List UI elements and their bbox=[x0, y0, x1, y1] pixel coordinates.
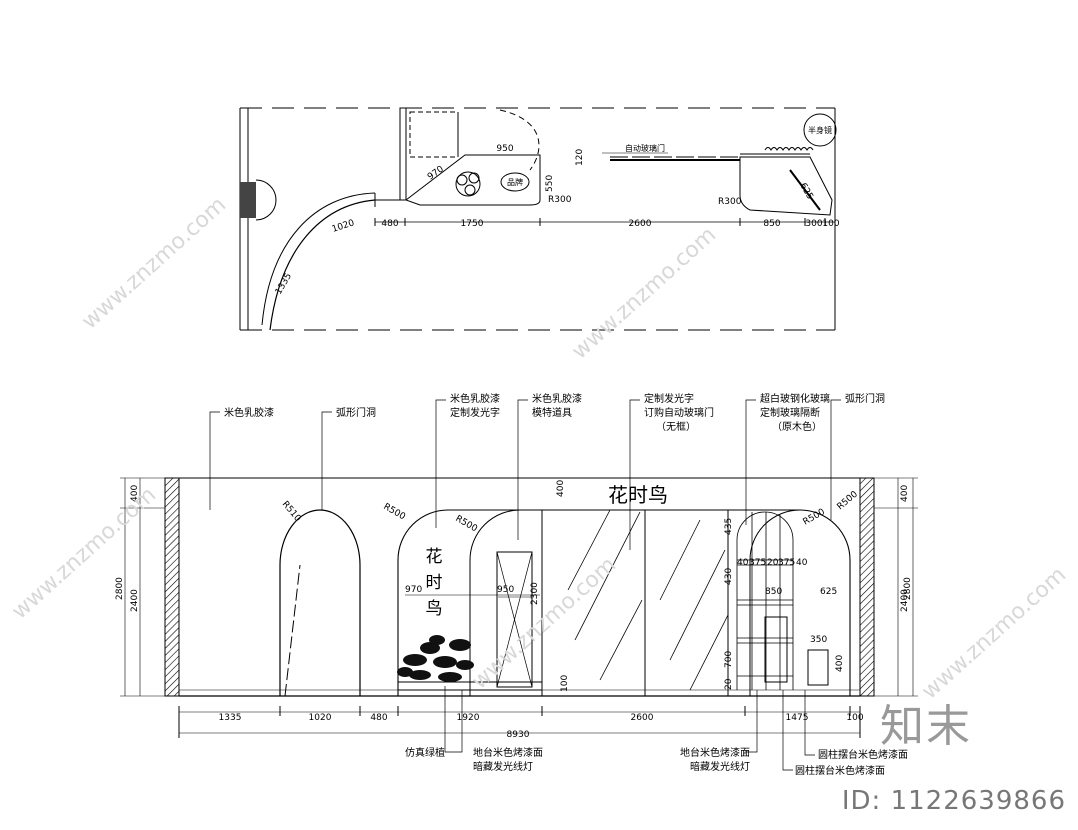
inner-dim-700: 700 bbox=[724, 651, 734, 668]
elevation: 花时鸟 花 时 鸟 R510 R500 R500 R500 R500 400 9… bbox=[115, 392, 918, 777]
plan-dim-480: 480 bbox=[381, 219, 398, 229]
inner-dim-625: 625 bbox=[820, 587, 837, 597]
plan-dim-1020: 1020 bbox=[331, 218, 356, 235]
callout-mannequin: 模特道具 bbox=[532, 406, 572, 419]
plan-sign-label: 品牌 bbox=[507, 177, 523, 187]
callout-glass: 超白玻钢化玻璃 bbox=[760, 392, 830, 405]
callout-paint-2: 米色乳胶漆 bbox=[450, 392, 500, 405]
bottom-dim-480: 480 bbox=[370, 713, 387, 723]
callout-auto-door: 订购自动玻璃门 bbox=[644, 406, 714, 419]
inner-dim-375b: 375 bbox=[778, 558, 795, 568]
plan-dim-r300-a: R300 bbox=[548, 195, 572, 205]
bottom-dim-100: 100 bbox=[846, 713, 863, 723]
main-arch-frame bbox=[397, 509, 851, 696]
left-sub-height: 2400 bbox=[130, 589, 140, 612]
inner-dim-100: 100 bbox=[560, 675, 570, 692]
plan-dim-550: 550 bbox=[545, 175, 555, 192]
callout-led-1: 暗藏发光线灯 bbox=[473, 760, 533, 773]
plan-dim-r300-b: R300 bbox=[718, 197, 742, 207]
callout-partition: 定制玻璃隔断 bbox=[760, 406, 820, 419]
inner-dim-435: 435 bbox=[724, 518, 734, 535]
plan-dim-1335: 1335 bbox=[274, 272, 294, 297]
watermark-site-4: www.znzmo.com bbox=[467, 552, 621, 694]
inner-dim-850: 850 bbox=[765, 587, 782, 597]
inner-dim-400b: 400 bbox=[835, 655, 845, 672]
artificial-plant bbox=[397, 635, 474, 682]
floor-plan: 品牌 自动玻璃门 半身镜 480 1750 2600 850 300 100 1… bbox=[239, 107, 840, 331]
inner-dim-430a: 430 bbox=[724, 568, 734, 585]
radius-r510: R510 bbox=[280, 500, 303, 525]
bottom-dim-2600: 2600 bbox=[631, 713, 654, 723]
plan-dim-1750: 1750 bbox=[461, 219, 484, 229]
callout-column-stand-1: 圆柱摆台米色烤漆面 bbox=[818, 748, 908, 761]
plan-dim-100: 100 bbox=[822, 219, 839, 229]
bottom-dim-1335: 1335 bbox=[219, 713, 242, 723]
plan-dim-970: 970 bbox=[426, 164, 446, 182]
vertical-sign-char-3: 鸟 bbox=[426, 599, 443, 619]
left-arch-opening bbox=[279, 509, 361, 696]
callout-paint-3: 米色乳胶漆 bbox=[532, 392, 582, 405]
right-top-height: 400 bbox=[900, 485, 910, 502]
callout-platform-2: 地台米色烤漆面 bbox=[680, 746, 750, 759]
callout-wall-paint: 米色乳胶漆 bbox=[224, 406, 274, 419]
callout-arch-opening-2: 弧形门洞 bbox=[845, 392, 885, 405]
callout-light-sign: 定制发光字 bbox=[450, 406, 500, 419]
callout-frameless: （无框） bbox=[656, 420, 696, 433]
plan-dim-2600: 2600 bbox=[629, 219, 652, 229]
bottom-dim-1475: 1475 bbox=[786, 713, 809, 723]
plan-dim-850: 850 bbox=[763, 219, 780, 229]
callout-arch-opening: 弧形门洞 bbox=[336, 406, 376, 419]
left-top-height: 400 bbox=[130, 485, 140, 502]
total-width-dim: 8930 bbox=[507, 730, 530, 740]
brand-sign-symbol bbox=[500, 172, 530, 192]
vertical-sign-char-2: 时 bbox=[426, 573, 443, 593]
callout-wood-color: （原木色） bbox=[772, 420, 822, 433]
callout-platform-1: 地台米色烤漆面 bbox=[473, 746, 543, 759]
radius-r500-a: R500 bbox=[382, 502, 408, 523]
callout-fake-plant: 仿真绿植 bbox=[405, 746, 445, 759]
right-sub-height: 2400 bbox=[900, 589, 910, 612]
radius-r500-b: R500 bbox=[454, 514, 480, 535]
left-total-height: 2800 bbox=[115, 577, 125, 600]
bottom-dim-1020: 1020 bbox=[309, 713, 332, 723]
inner-dim-970: 970 bbox=[405, 585, 422, 595]
plan-dim-300: 300 bbox=[805, 219, 822, 229]
watermark-brand-logo: 知末 bbox=[880, 701, 972, 752]
inner-dim-350: 350 bbox=[810, 635, 827, 645]
callout-led-2: 暗藏发光线灯 bbox=[690, 760, 750, 773]
inner-dim-375a: 375 bbox=[749, 558, 766, 568]
plan-dim-120: 120 bbox=[575, 149, 585, 166]
callout-light-sign-2: 定制发光字 bbox=[644, 392, 694, 405]
plant-symbol bbox=[455, 171, 481, 197]
right-total-height: 2800 bbox=[903, 577, 913, 600]
inner-dim-20b: 20 bbox=[724, 678, 734, 690]
left-wall-section bbox=[164, 477, 180, 697]
inner-dim-400: 400 bbox=[556, 480, 566, 497]
inner-dim-950: 950 bbox=[497, 585, 514, 595]
vertical-sign-char-1: 花 bbox=[426, 547, 443, 567]
plan-door-label: 自动玻璃门 bbox=[625, 143, 665, 153]
right-wall-section bbox=[859, 477, 875, 697]
radius-r500-d: R500 bbox=[836, 489, 861, 512]
watermark-site-2: www.znzmo.com bbox=[567, 222, 721, 364]
glass-partition bbox=[736, 511, 794, 690]
watermark-site-1: www.znzmo.com bbox=[77, 192, 231, 334]
inner-dim-20a: 20 bbox=[767, 558, 779, 568]
column-block bbox=[240, 182, 256, 218]
callout-column-stand-2: 圆柱摆台米色烤漆面 bbox=[795, 764, 885, 777]
inner-dim-2300: 2300 bbox=[530, 582, 540, 605]
watermark-site-5: www.znzmo.com bbox=[917, 562, 1071, 704]
top-sign-text: 花时鸟 bbox=[608, 483, 668, 507]
inner-dim-40b: 40 bbox=[796, 558, 808, 568]
bottom-dim-1920: 1920 bbox=[457, 713, 480, 723]
id-label: ID: 1122639866 bbox=[841, 786, 1066, 816]
mirror-symbol bbox=[803, 113, 837, 147]
inner-dim-40a: 40 bbox=[737, 558, 749, 568]
mannequin-prop bbox=[496, 551, 533, 688]
plan-mirror-label: 半身镜 bbox=[808, 125, 832, 135]
plan-dim-950: 950 bbox=[496, 144, 513, 154]
